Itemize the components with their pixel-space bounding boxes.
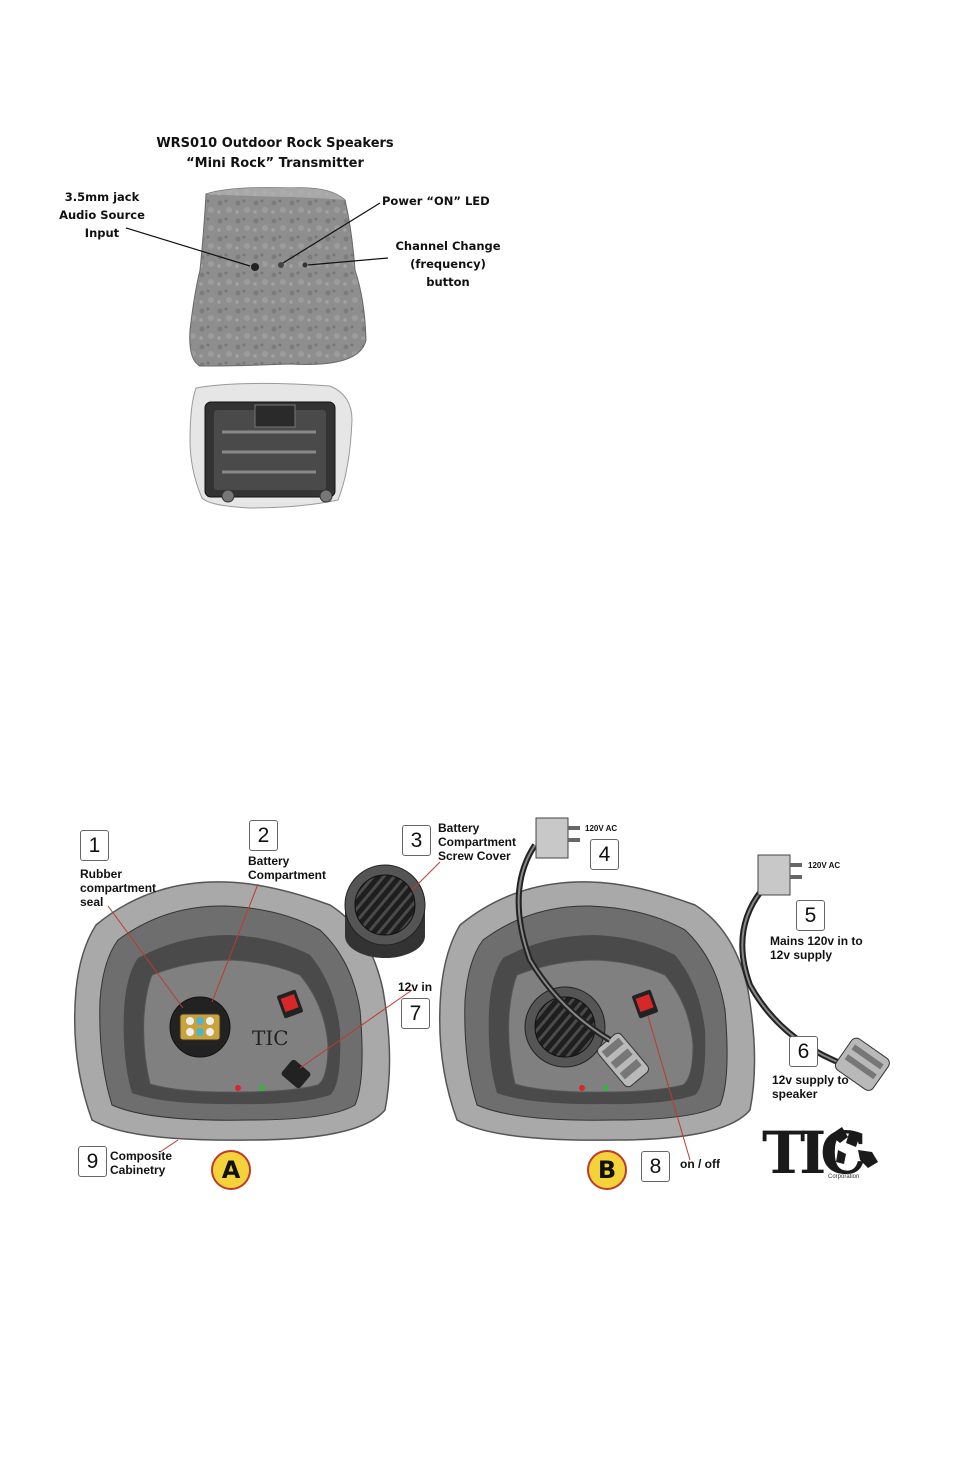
dc-jack-a bbox=[281, 1059, 311, 1089]
svg-text:TIC: TIC bbox=[252, 1026, 289, 1050]
view-badge-a: A bbox=[211, 1150, 251, 1190]
label-channel-button: Channel Change (frequency) button bbox=[395, 239, 501, 289]
rock-transmitter-photo bbox=[189, 187, 367, 367]
callout-7-number: 7 bbox=[401, 998, 430, 1029]
callout-8-number: 8 bbox=[641, 1151, 670, 1182]
callout-7-text: 12v in bbox=[398, 980, 433, 994]
callout-9-text: Composite Cabinetry bbox=[110, 1149, 173, 1177]
callout-5-text: Mains 120v in to 12v supply bbox=[770, 934, 863, 962]
title-line-1: WRS010 Outdoor Rock Speakers bbox=[156, 136, 394, 151]
tic-logo bbox=[830, 1127, 878, 1168]
tic-logo-text: TIC bbox=[762, 1119, 866, 1187]
callout-2-text: Battery Compartment bbox=[248, 854, 327, 882]
callout-1-text: Rubber compartment seal bbox=[80, 867, 157, 909]
callout-2-number: 2 bbox=[249, 820, 278, 851]
callout-6-text: 12v supply to speaker bbox=[772, 1073, 849, 1101]
callout-3-text: Battery Compartment Screw Cover bbox=[438, 821, 517, 863]
top-leader-lines bbox=[125, 202, 389, 267]
bottom-leader-lines bbox=[107, 861, 691, 1161]
callout-8-text: on / off bbox=[680, 1157, 720, 1171]
callout-6-number: 6 bbox=[789, 1036, 818, 1067]
callout-9-number: 9 bbox=[78, 1146, 107, 1177]
title-line-2: “Mini Rock” Transmitter bbox=[186, 156, 364, 171]
callout-3-number: 3 bbox=[402, 825, 431, 856]
plug-label-b: 120V AC bbox=[808, 861, 841, 870]
speaker-rock-b bbox=[439, 881, 756, 1141]
callout-5-number: 5 bbox=[796, 900, 825, 931]
speaker-rock-a: TIC bbox=[74, 881, 391, 1141]
tic-logo-subtext: Corporation bbox=[828, 1174, 860, 1180]
plug-label-a: 120V AC bbox=[585, 824, 618, 833]
battery-compartment-photo bbox=[189, 382, 353, 509]
view-badge-b: B bbox=[587, 1150, 627, 1190]
audio-jack-hole bbox=[251, 263, 259, 271]
callout-4-number: 4 bbox=[590, 839, 619, 870]
battery-cover-disc bbox=[344, 864, 426, 958]
label-audio-jack: 3.5mm jack Audio Source Input bbox=[59, 190, 145, 240]
callout-1-number: 1 bbox=[80, 830, 109, 861]
channel-button-dot bbox=[302, 262, 308, 268]
label-power-led: Power “ON” LED bbox=[382, 194, 490, 208]
power-cable-b bbox=[515, 817, 612, 1043]
power-supply-cable bbox=[739, 854, 890, 1091]
power-led-dot bbox=[278, 262, 284, 268]
